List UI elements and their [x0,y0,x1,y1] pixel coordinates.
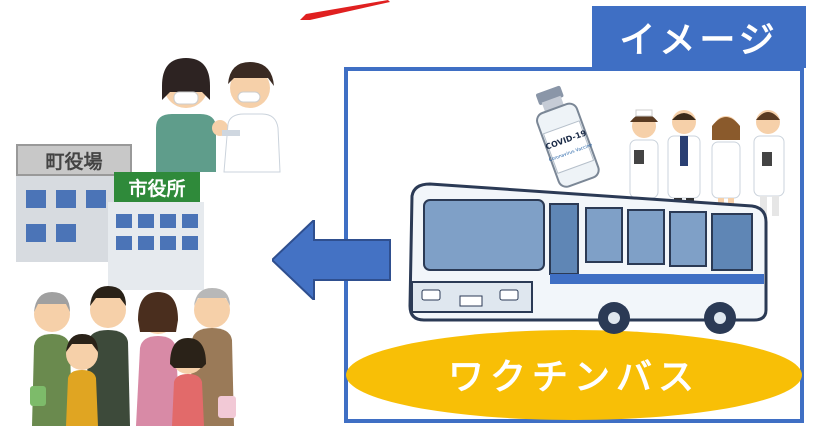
image-tag: イメージ [592,6,806,68]
red-arrow-icon [300,0,390,20]
city-hall-building: 市役所 [108,172,204,290]
vaccine-bus-label: ワクチンバス [447,357,700,398]
city-hall-facade [108,202,204,290]
town-hall-building: 町役場 [16,144,132,262]
city-hall-sign: 市役所 [114,172,200,202]
town-hall-sign: 町役場 [16,144,132,176]
arrow-left-icon [272,220,391,300]
label-ellipse [346,330,802,420]
people-group-icon [30,286,236,426]
vaccine-vial-icon: COVID-19 Coronavirus Vaccine [536,85,600,188]
bus-icon [408,182,768,334]
vaccination-icon [156,58,281,173]
